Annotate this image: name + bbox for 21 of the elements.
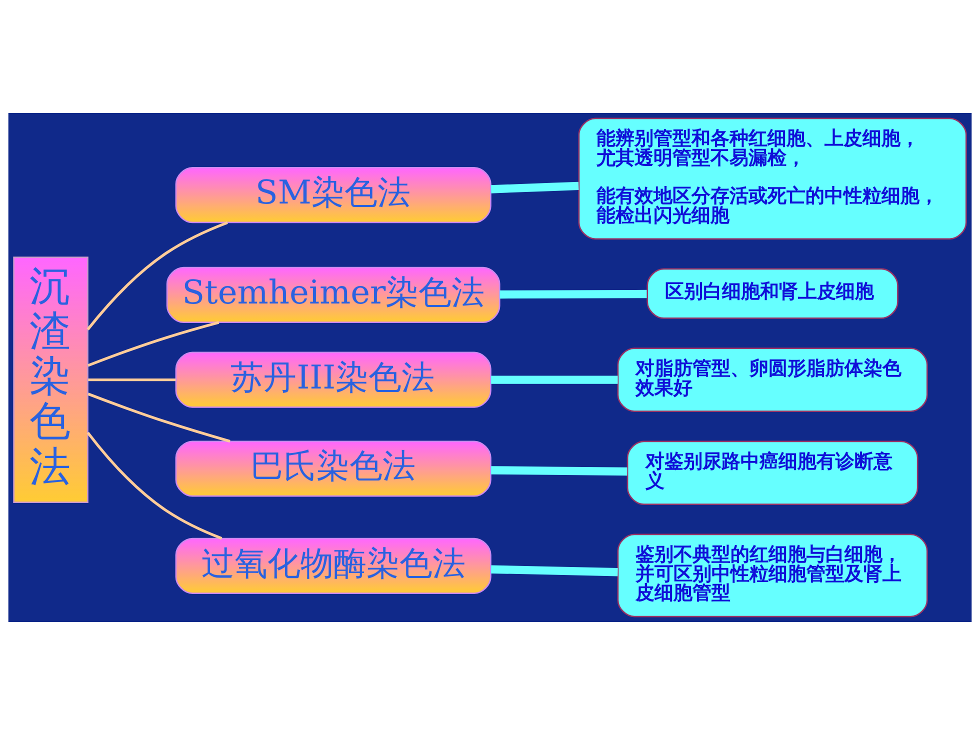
connector (86, 432, 222, 540)
node-box: 区别白细胞和肾上皮细胞 (646, 268, 898, 319)
node-box: 苏丹III染色法 (175, 352, 492, 408)
node-box: SM染色法 (175, 167, 492, 224)
node-box: 对鉴别尿路中癌细胞有诊断意义 (626, 440, 918, 506)
node-box: 能辨别管型和各种红细胞、上皮细胞，尤其透明管型不易漏检， 能有效地区分存活或死亡的中性粒细胞，能检出闪光细胞 (578, 118, 967, 240)
connector (88, 321, 220, 367)
node-box: 巴氏染色法 (175, 440, 492, 497)
connector (88, 392, 230, 443)
connector (490, 565, 618, 576)
connector (490, 182, 579, 194)
connector (86, 221, 228, 330)
node-box: Stemheimer染色法 (166, 266, 500, 324)
node-box: 过氧化物酶染色法 (175, 538, 492, 594)
connector (88, 378, 176, 382)
connector (491, 466, 628, 476)
node-box: 沉渣染色法 (13, 256, 88, 503)
connector (491, 376, 618, 384)
connector (500, 290, 647, 299)
node-box: 对脂肪管型、卵圆形脂肪体染色效果好 (617, 348, 928, 412)
node-box: 鉴别不典型的红细胞与白细胞，并可区别中性粒细胞管型及肾上皮细胞管型 (617, 534, 928, 618)
